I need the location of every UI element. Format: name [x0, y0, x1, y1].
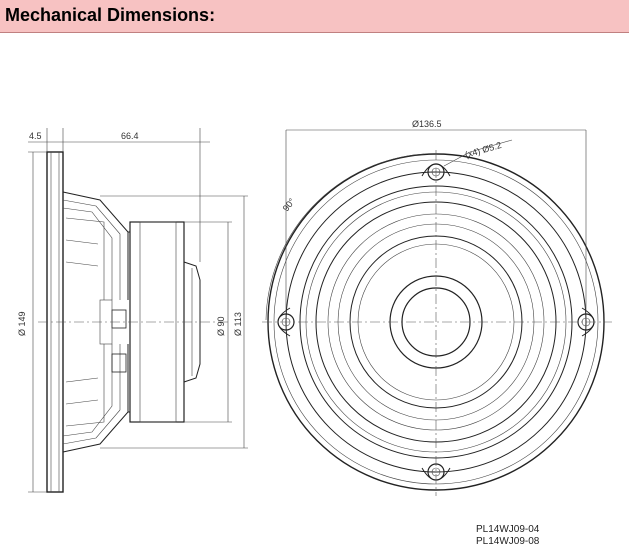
angle-arc	[265, 153, 425, 321]
part-number-2: PL14WJ09-08	[476, 536, 540, 547]
dim-angle: 90°	[281, 196, 298, 213]
front-view: Ø136.5 (x4) Ø5.2 90°	[262, 119, 612, 496]
section-title: Mechanical Dimensions:	[5, 5, 216, 25]
terminal-lower	[111, 353, 127, 373]
part-number-1: PL14WJ09-04	[476, 524, 540, 535]
dim-depth: 66.4	[121, 131, 139, 141]
dim-bolt-circle: Ø136.5	[412, 119, 442, 129]
dim-magnet-diameter: Ø 90	[216, 316, 226, 336]
dim-flange-thickness: 4.5	[29, 131, 42, 141]
dim-frame-diameter: Ø 113	[233, 312, 243, 336]
section-header: Mechanical Dimensions:	[0, 0, 629, 33]
basket-lower	[62, 344, 129, 453]
basket-upper	[62, 191, 129, 300]
side-view: 4.5 66.4 Ø 149 Ø 90 Ø 113	[17, 128, 248, 493]
terminal-upper	[111, 309, 127, 329]
dim-flange-diameter: Ø 149	[17, 311, 27, 336]
dim-mount-holes: (x4) Ø5.2	[464, 140, 503, 160]
